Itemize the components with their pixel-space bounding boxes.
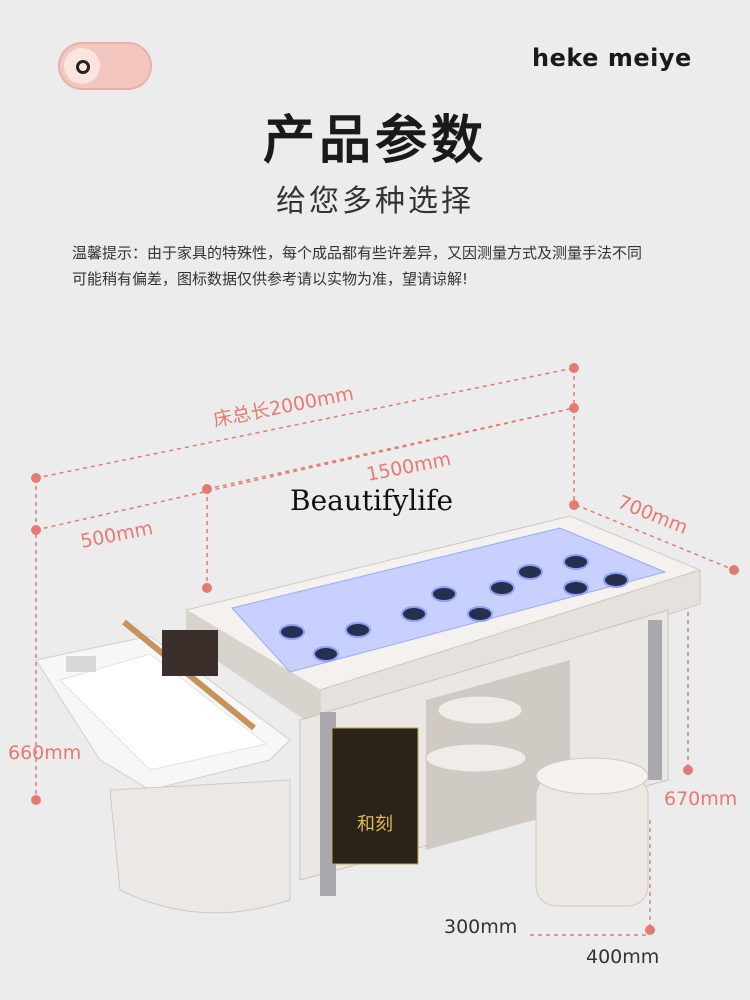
basin-height-label: 660mm xyxy=(8,742,82,764)
stool xyxy=(535,757,649,907)
notice-text: 温馨提示：由于家具的特殊性，每个成品都有些许差异，又因测量方式及测量手法不同 可… xyxy=(72,240,692,292)
panel-label: 和刻 xyxy=(357,814,393,835)
circle-icon xyxy=(76,60,90,74)
brand-logo: heke meiye xyxy=(532,44,692,72)
dimension-lines xyxy=(35,367,735,936)
toggle-knob xyxy=(64,48,100,84)
page-subtitle: 给您多种选择 xyxy=(276,184,474,219)
stool-height-label: 300mm xyxy=(444,916,518,938)
watermark-text: Beautifylife xyxy=(290,484,454,517)
notice-line: 温馨提示：由于家具的特殊性，每个成品都有些许差异，又因测量方式及测量手法不同 xyxy=(72,244,643,262)
page-title: 产品参数 xyxy=(262,111,487,171)
bed-height-label: 670mm xyxy=(664,788,738,810)
wash-basin xyxy=(35,619,291,914)
toggle-switch[interactable] xyxy=(58,42,152,90)
massage-holes xyxy=(279,554,629,662)
stool-width-label: 400mm xyxy=(586,946,660,968)
notice-line: 可能稍有偏差，图标数据仅供参考请以实物为准，望请谅解! xyxy=(72,270,469,288)
